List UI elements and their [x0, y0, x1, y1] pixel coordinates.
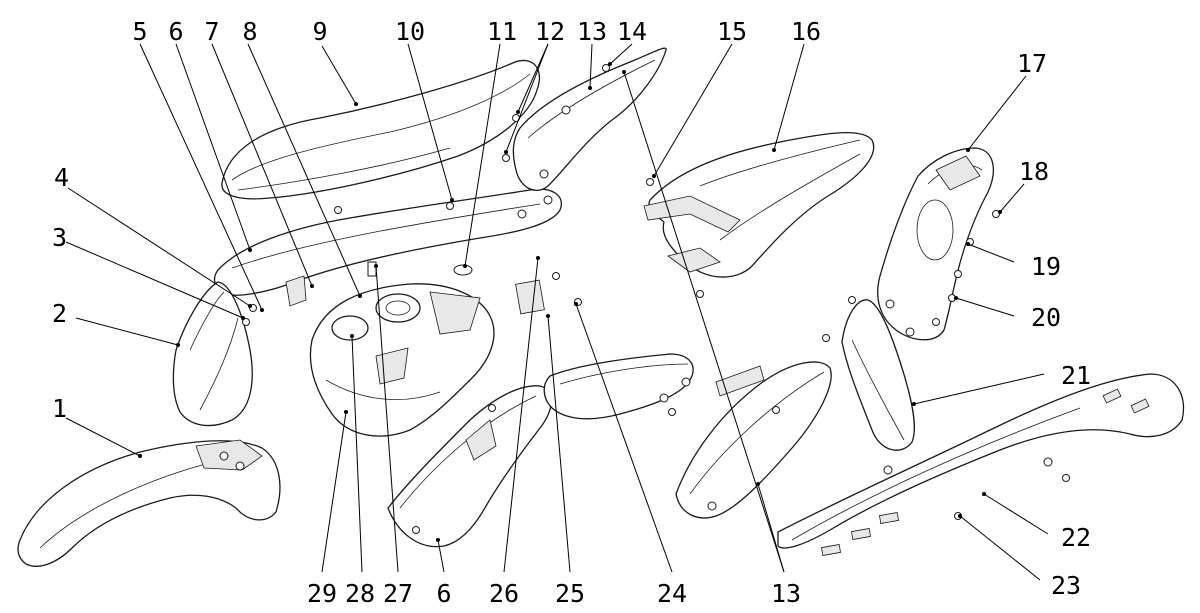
callout-21: 21	[1061, 361, 1091, 390]
part-rear-frame-cover	[213, 188, 562, 307]
part-chain-guard	[777, 373, 1185, 556]
part-front-number-plate	[172, 281, 253, 427]
callout-18: 18	[1019, 157, 1049, 186]
callout-8: 8	[242, 17, 257, 46]
callout-10: 10	[395, 17, 425, 46]
callout-6-lower: 6	[436, 579, 451, 608]
callout-labels: 1 2 3 4 5 6 7 8 9 10 11 12 13 14 15 16 1…	[52, 17, 1091, 608]
callout-15: 15	[717, 17, 747, 46]
part-side-number-plate	[877, 147, 994, 341]
callout-5: 5	[132, 17, 147, 46]
callout-24: 24	[657, 579, 687, 608]
part-rear-fender	[643, 131, 875, 278]
callout-22: 22	[1061, 523, 1091, 552]
callout-29: 29	[307, 579, 337, 608]
part-side-panel-right	[675, 361, 832, 519]
callout-19: 19	[1031, 252, 1061, 281]
callout-13-lower: 13	[771, 579, 801, 608]
callout-2: 2	[52, 299, 67, 328]
callout-27: 27	[383, 579, 413, 608]
callout-13: 13	[577, 17, 607, 46]
part-front-fender	[17, 439, 281, 567]
callout-20: 20	[1031, 303, 1061, 332]
callout-14: 14	[617, 17, 647, 46]
part-mud-flap	[841, 299, 915, 451]
callout-23: 23	[1051, 571, 1081, 600]
callout-12: 12	[535, 17, 565, 46]
callout-17: 17	[1017, 49, 1047, 78]
leader-arrowheads	[138, 62, 1002, 542]
callout-4: 4	[54, 163, 69, 192]
callout-28: 28	[345, 579, 375, 608]
callout-9: 9	[312, 17, 327, 46]
callout-25: 25	[555, 579, 585, 608]
callout-1: 1	[52, 394, 67, 423]
part-seat	[221, 59, 540, 200]
callout-16: 16	[791, 17, 821, 46]
callout-11: 11	[487, 17, 517, 46]
callout-26: 26	[489, 579, 519, 608]
callout-7: 7	[204, 17, 219, 46]
part-side-cover-middle	[543, 353, 694, 420]
part-radiator-shroud	[387, 385, 552, 548]
leader-lines	[65, 43, 1049, 581]
callout-6: 6	[168, 17, 183, 46]
callout-3: 3	[52, 223, 67, 252]
part-fuel-tank	[309, 283, 495, 437]
